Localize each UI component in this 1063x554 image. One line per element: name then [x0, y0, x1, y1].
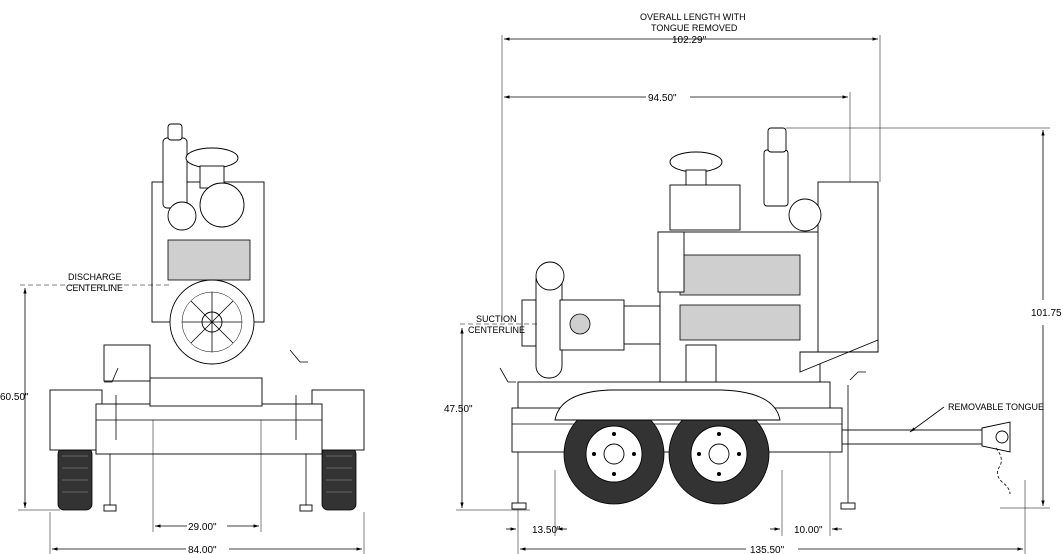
side-air-cleaner [669, 151, 723, 173]
total-length-label: 135.50" [750, 545, 785, 554]
side-coupling [623, 305, 661, 345]
rear-offset-label: 10.00" [794, 525, 823, 536]
front-offset-label: 13.50" [532, 525, 561, 536]
front-view [49, 123, 365, 512]
suction-height-label: 47.50" [444, 404, 473, 415]
overall-label-1: OVERALL LENGTH WITH [640, 12, 746, 22]
overall-label-2: TONGUE REMOVED [651, 23, 738, 33]
safety-chain [995, 447, 1011, 495]
front-width-label: 84.00" [188, 545, 217, 554]
suction-label-1: SUCTION [476, 314, 517, 324]
tongue-leader [909, 406, 945, 433]
suction-label-2: CENTERLINE [468, 325, 525, 335]
removable-tongue-label: REMOVABLE TONGUE [948, 402, 1044, 412]
overall-length-label: 102.29" [672, 35, 707, 46]
side-pump-body [559, 299, 625, 351]
removable-tongue [841, 429, 993, 445]
front-trailer-frame [95, 403, 323, 455]
front-muffler [162, 137, 188, 209]
front-height-label: 60.50" [0, 392, 29, 403]
front-skid [149, 377, 263, 407]
side-muffler [763, 149, 789, 207]
side-height-label: 101.75 [1031, 308, 1062, 319]
side-radiator [817, 181, 879, 353]
front-discharge-label-2: CENTERLINE [66, 283, 123, 293]
side-view [499, 127, 1011, 510]
suction-flange [521, 299, 537, 347]
front-left-tire [57, 447, 93, 511]
length-94-label: 94.50" [648, 93, 677, 104]
front-discharge-label-1: DISCHARGE [68, 272, 122, 282]
front-air-cleaner [185, 147, 239, 169]
front-left-fender [49, 389, 103, 451]
front-track-label: 29.00" [188, 522, 217, 533]
front-right-tire [321, 447, 357, 511]
control-panel [657, 231, 685, 293]
side-fender [554, 389, 781, 421]
